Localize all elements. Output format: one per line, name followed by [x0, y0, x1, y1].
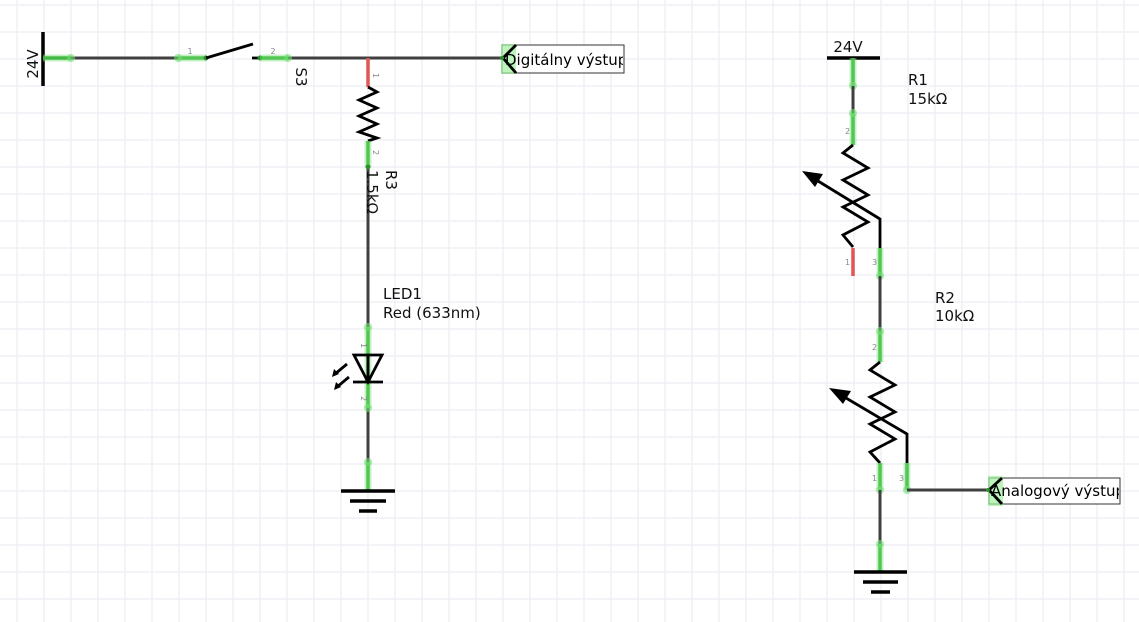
pin-number: 2: [371, 150, 380, 155]
pin-number: 1: [845, 258, 850, 267]
wiper-arrow-line: [817, 179, 881, 221]
net-label-highlight: [988, 476, 1003, 506]
pin-number: 2: [845, 127, 850, 136]
r1-ref-label: R1: [908, 71, 928, 89]
potentiometer-zigzag: [867, 360, 898, 464]
wiper-arrow-head-icon: [829, 388, 851, 404]
connection-node: [364, 323, 372, 331]
pin-number: 3: [872, 258, 877, 267]
connection-node: [365, 164, 371, 170]
power-symbol-24v-left[interactable]: 24V: [24, 32, 45, 86]
r2-value-label: 10kΩ: [935, 307, 974, 325]
pin-number: 1: [187, 47, 192, 56]
r1-value-label: 15kΩ: [908, 90, 947, 108]
wiper-arrow-head-icon: [802, 171, 823, 187]
pin-number: 1: [371, 73, 380, 78]
connection-node: [174, 54, 182, 62]
net-label-digital-output[interactable]: Digitálny výstup: [500, 44, 627, 74]
potentiometer-zigzag: [840, 143, 871, 248]
potentiometer-r1[interactable]: R1 15kΩ 2 1 3: [802, 71, 947, 280]
pin-number: 2: [270, 47, 275, 56]
net-label-highlight: [501, 44, 516, 74]
net-label-analog-output[interactable]: Analogový výstup: [986, 476, 1125, 506]
ground-symbol-right[interactable]: [854, 540, 907, 594]
pin-number: 2: [872, 343, 877, 352]
potentiometer-r2[interactable]: R2 10kΩ 2 1 3: [829, 289, 974, 494]
net-label-analog-text: Analogový výstup: [991, 482, 1125, 500]
ground-symbol-left[interactable]: [341, 458, 395, 513]
connection-node: [876, 540, 884, 548]
r3-value-label: 1.5kΩ: [363, 170, 381, 214]
connection-node: [284, 54, 292, 62]
wiper-arrow-line: [845, 396, 908, 436]
resistor-zigzag: [355, 85, 382, 143]
pin-number: 1: [872, 474, 877, 483]
r3-ref-label: R3: [382, 170, 400, 190]
pin-number: 2: [359, 396, 368, 401]
pin-number: 3: [899, 474, 904, 483]
light-emission-arrows-icon: [332, 362, 350, 390]
connection-node: [364, 404, 372, 412]
connection-node: [500, 56, 504, 60]
switch-ref-label: S3: [292, 67, 310, 86]
pin-number: 1: [359, 343, 368, 348]
r2-ref-label: R2: [935, 289, 955, 307]
connection-node: [849, 109, 857, 117]
connection-node: [876, 327, 884, 335]
power-symbol-24v-right[interactable]: 24V: [827, 38, 880, 60]
switch-s3[interactable]: 1 2 S3: [174, 42, 310, 87]
resistor-r3[interactable]: 1 2 R3 1.5kΩ: [355, 58, 400, 214]
connection-node: [364, 458, 372, 466]
connection-node: [67, 54, 75, 62]
led1-ref-label: LED1: [383, 285, 422, 303]
power-label-left: 24V: [24, 49, 42, 79]
connection-node: [986, 488, 990, 492]
switch-lever: [205, 42, 254, 60]
net-label-digital-text: Digitálny výstup: [505, 51, 627, 69]
power-label-right: 24V: [833, 38, 863, 56]
led1-value-label: Red (633nm): [383, 304, 481, 322]
led-led1[interactable]: LED1 Red (633nm) 1 2: [332, 285, 481, 412]
